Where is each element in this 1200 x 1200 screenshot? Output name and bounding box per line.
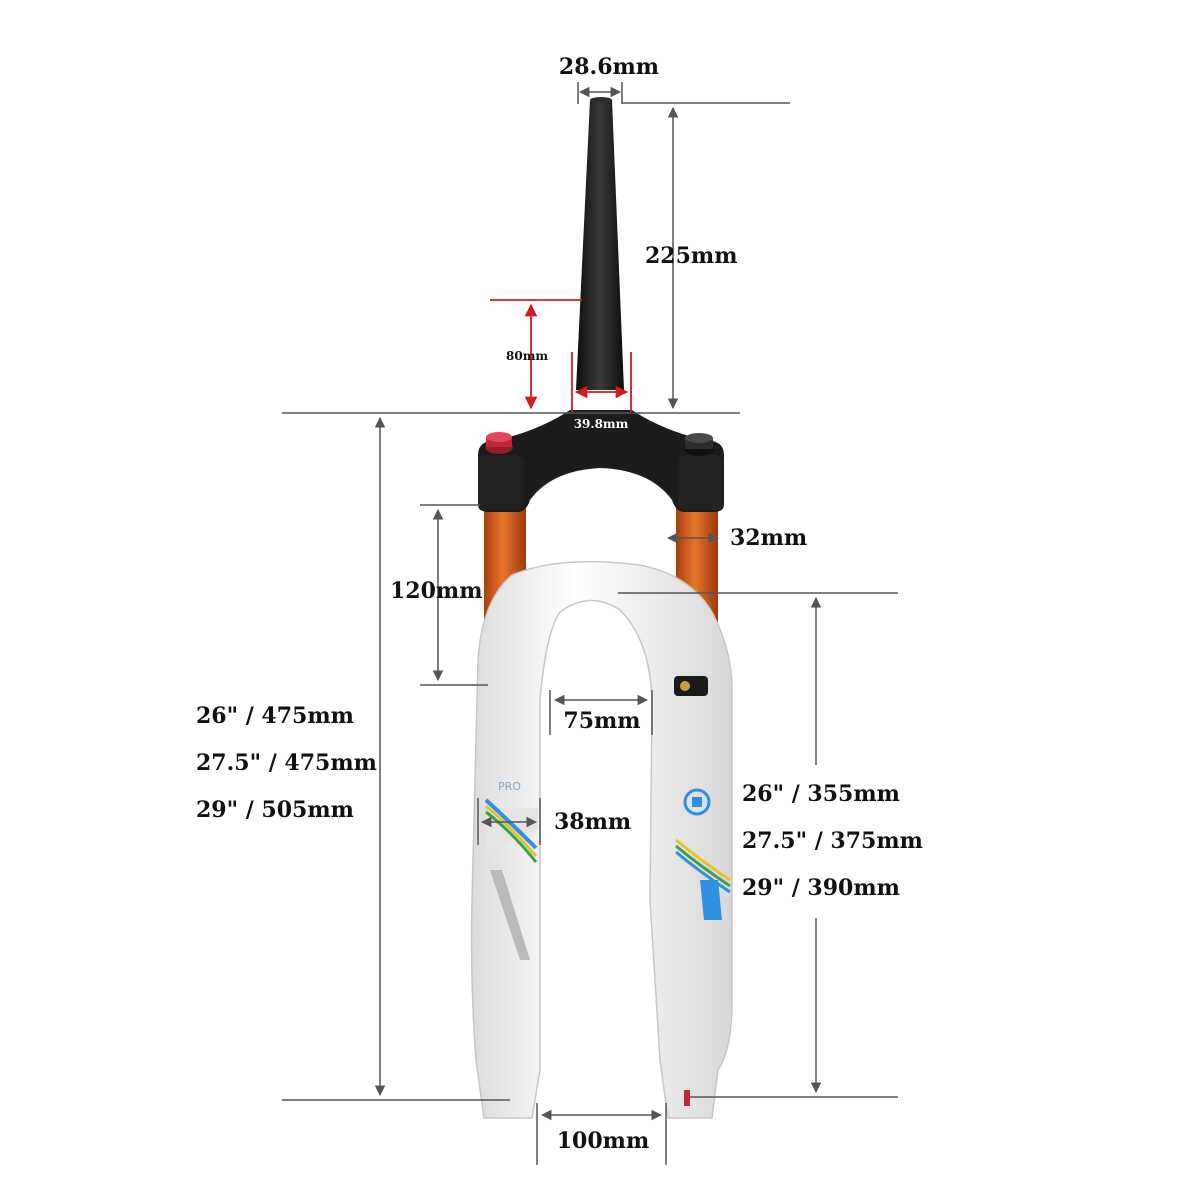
fork-crown bbox=[478, 410, 724, 512]
steerer-top bbox=[590, 97, 612, 103]
arch-height-labels: 26" / 355mm 27.5" / 375mm 29" / 390mm bbox=[742, 781, 923, 901]
stanchion-diameter-label: 32mm bbox=[730, 525, 807, 551]
dropout-screw bbox=[684, 1090, 690, 1106]
air-valve-icon bbox=[674, 676, 708, 696]
taper-height-label: 80mm bbox=[506, 349, 548, 363]
arch-height-29-label: 29" / 390mm bbox=[742, 875, 900, 901]
axle-crown-26-label: 26" / 475mm bbox=[196, 703, 354, 729]
arch-height-26-label: 26" / 355mm bbox=[742, 781, 900, 807]
steerer-length-label: 225mm bbox=[645, 243, 737, 269]
crown-base-diameter-label: 39.8mm bbox=[574, 417, 629, 431]
red-knob-icon bbox=[485, 432, 513, 454]
steerer-diameter-label: 28.6mm bbox=[559, 54, 659, 80]
dimension-lines bbox=[282, 82, 898, 1165]
axle-crown-29-label: 29" / 505mm bbox=[196, 797, 354, 823]
lower-legs bbox=[470, 560, 733, 1119]
black-knob-icon bbox=[684, 433, 714, 456]
steerer-tube bbox=[576, 100, 624, 390]
inner-width-label: 75mm bbox=[563, 708, 640, 734]
svg-text:PRO: PRO bbox=[498, 780, 521, 793]
arch-height-275-label: 27.5" / 375mm bbox=[742, 828, 923, 854]
travel-label: 120mm bbox=[390, 578, 482, 604]
pro-logo-icon bbox=[675, 788, 731, 920]
taper-dimension bbox=[490, 299, 632, 412]
axle-crown-275-label: 27.5" / 475mm bbox=[196, 750, 377, 776]
lower-leg-diameter-label: 38mm bbox=[554, 809, 631, 835]
axle-spacing-label: 100mm bbox=[557, 1128, 649, 1154]
fork-body: PRO bbox=[470, 97, 733, 1119]
axle-to-crown-labels: 26" / 475mm 27.5" / 475mm 29" / 505mm bbox=[196, 703, 377, 823]
